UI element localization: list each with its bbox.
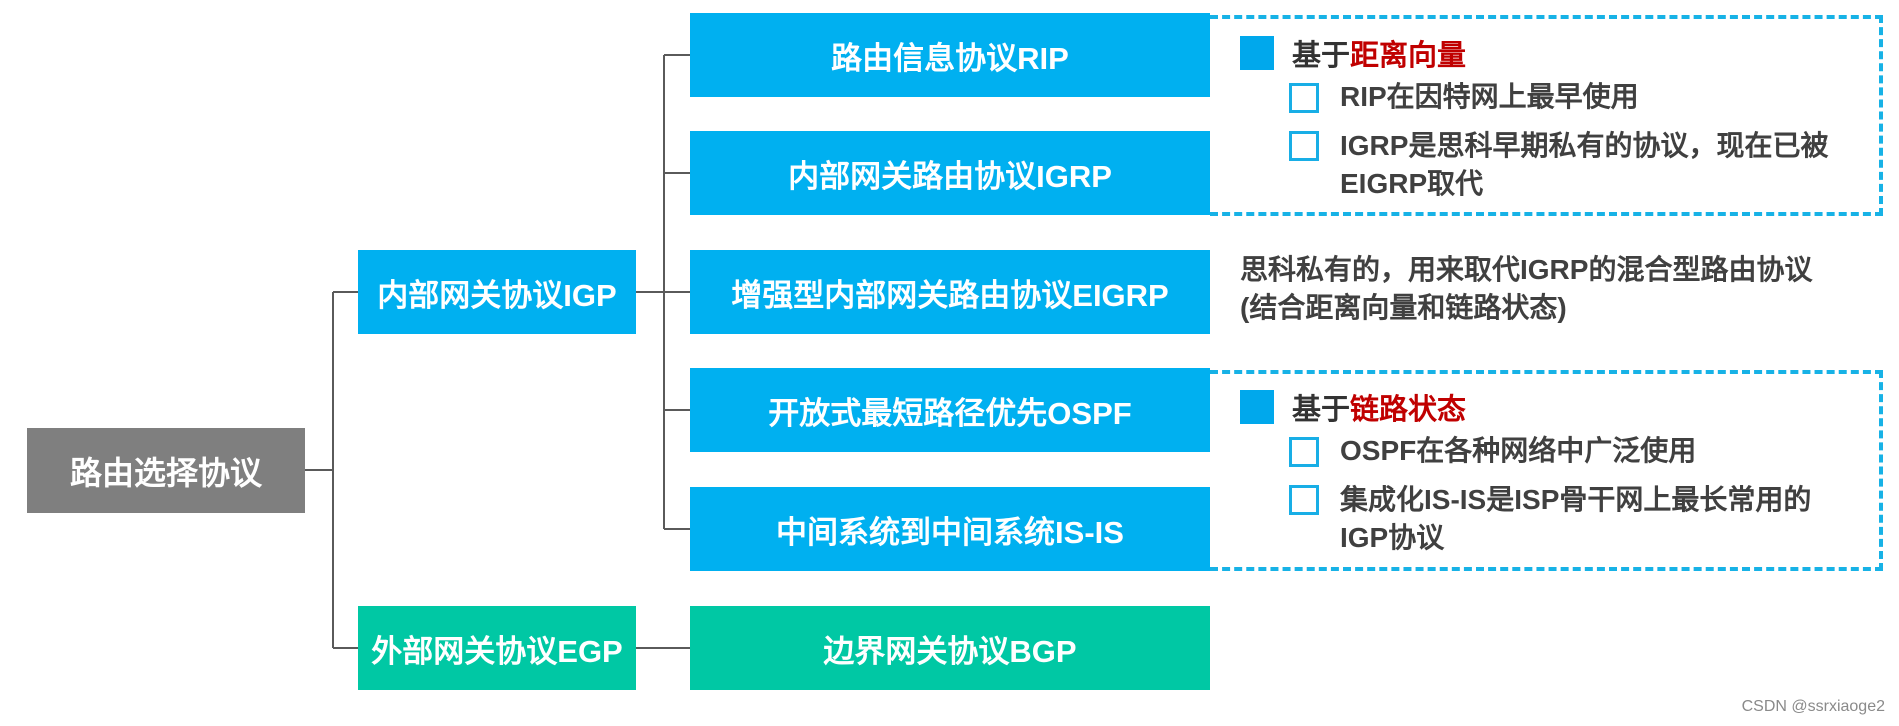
- bullet-igrp: IGRP是思科早期私有的协议，现在已被: [1340, 130, 1829, 161]
- rip-node: 路由信息协议RIP: [690, 13, 1210, 97]
- link-state-highlight: 链路状态: [1350, 394, 1467, 426]
- eigrp-label: 增强型内部网关路由协议EIGRP: [731, 277, 1169, 313]
- root-label: 路由选择协议: [69, 454, 262, 491]
- bullet-rip: RIP在因特网上最早使用: [1340, 81, 1639, 112]
- igrp-label: 内部网关路由协议IGRP: [788, 158, 1112, 194]
- igp-label: 内部网关协议IGP: [377, 277, 617, 313]
- filled-square-icon: [1240, 36, 1274, 70]
- isis-label: 中间系统到中间系统IS-IS: [776, 514, 1124, 550]
- watermark: CSDN @ssrxiaoge2: [1741, 698, 1885, 715]
- eigrp-note-line1: 思科私有的，用来取代IGRP的混合型路由协议: [1240, 254, 1813, 285]
- igp-node: 内部网关协议IGP: [358, 250, 636, 334]
- ospf-label: 开放式最短路径优先OSPF: [768, 395, 1132, 431]
- eigrp-note-line2: (结合距离向量和链路状态): [1240, 292, 1567, 323]
- bullet-isis-cont: IGP协议: [1340, 522, 1445, 553]
- link-state-prefix: 基于: [1292, 394, 1351, 426]
- eigrp-node: 增强型内部网关路由协议EIGRP: [690, 250, 1210, 334]
- link-state-heading: 基于链路状态: [1240, 386, 1466, 428]
- egp-label: 外部网关协议EGP: [371, 633, 623, 669]
- rip-label: 路由信息协议RIP: [831, 40, 1069, 76]
- ospf-node: 开放式最短路径优先OSPF: [690, 368, 1210, 452]
- bullet-igrp-cont: EIGRP取代: [1340, 168, 1484, 199]
- filled-square-icon: [1240, 390, 1274, 424]
- isis-node: 中间系统到中间系统IS-IS: [690, 487, 1210, 571]
- link-state-group: [1210, 370, 1883, 571]
- bgp-node: 边界网关协议BGP: [690, 606, 1210, 690]
- checkbox-square-icon: [1289, 83, 1319, 113]
- checkbox-square-icon: [1289, 485, 1319, 515]
- checkbox-square-icon: [1289, 131, 1319, 161]
- bullet-isis: 集成化IS-IS是ISP骨干网上最长常用的: [1340, 484, 1812, 515]
- bullet-ospf: OSPF在各种网络中广泛使用: [1340, 435, 1697, 466]
- distance-vector-prefix: 基于: [1292, 40, 1351, 72]
- igrp-node: 内部网关路由协议IGRP: [690, 131, 1210, 215]
- egp-node: 外部网关协议EGP: [358, 606, 636, 690]
- distance-vector-highlight: 距离向量: [1350, 40, 1467, 72]
- bgp-label: 边界网关协议BGP: [823, 633, 1077, 669]
- distance-vector-heading: 基于距离向量: [1240, 32, 1466, 74]
- root-node: 路由选择协议: [27, 428, 305, 513]
- checkbox-square-icon: [1289, 437, 1319, 467]
- distance-vector-group: [1210, 15, 1883, 216]
